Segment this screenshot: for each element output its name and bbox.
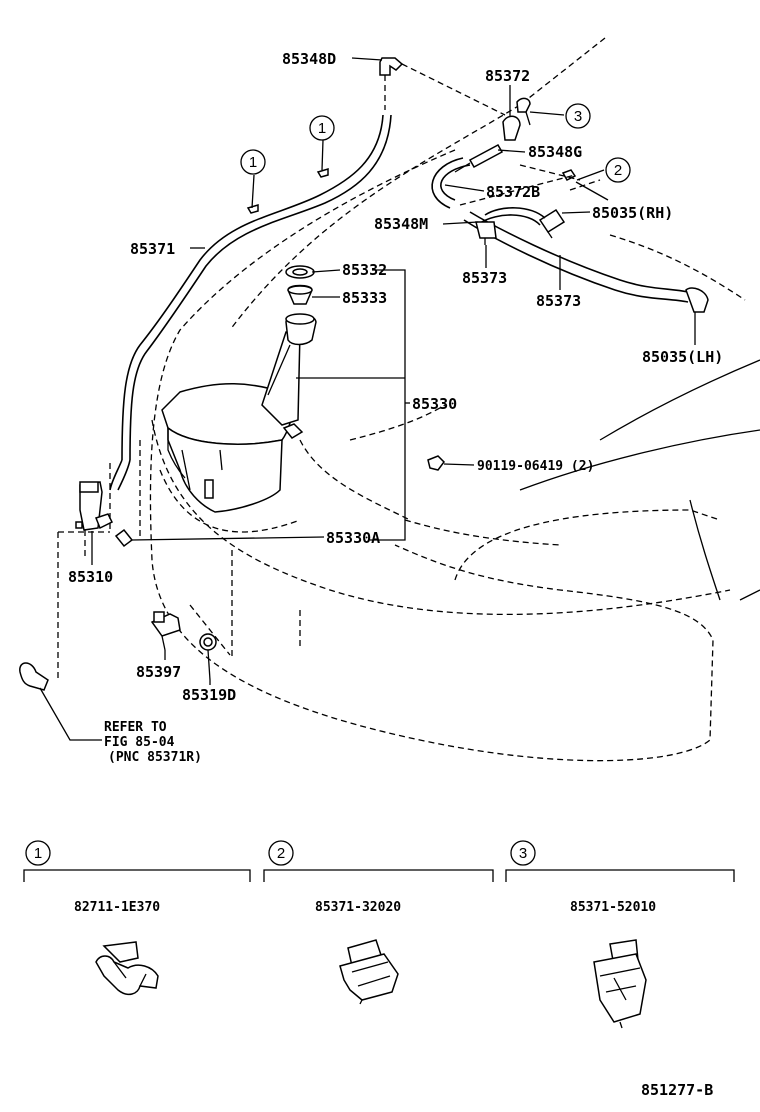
svg-text:REFER TO: REFER TO [104, 720, 167, 735]
svg-text:(PNC 85371R): (PNC 85371R) [108, 750, 202, 765]
elbow-hose-85371r [19, 662, 49, 691]
svg-text:1: 1 [318, 120, 326, 137]
hose-joint [459, 164, 581, 206]
svg-text:3: 3 [519, 845, 527, 862]
clip-3-part-number: 85371-52010 [570, 900, 656, 915]
callout-2: 2 [605, 157, 631, 183]
callout-3: 3 [565, 103, 591, 129]
refer-note: REFER TO FIG 85-04 (PNC 85371R) [104, 720, 202, 765]
clip-1-part-number: 82711-1E370 [74, 900, 160, 915]
seal-85332 [285, 265, 315, 279]
label-85330: 85330 [412, 395, 457, 413]
hose-85372 [502, 97, 531, 141]
body-panel-lines [519, 359, 760, 601]
washer-pump-85310 [75, 481, 114, 560]
hose-85372B [431, 157, 471, 209]
hose-clip [246, 167, 329, 214]
label-85348G: 85348G [528, 143, 582, 161]
pump-hose-link [57, 463, 111, 682]
clip-2-part-number: 85371-32020 [315, 900, 401, 915]
label-85371: 85371 [130, 240, 175, 258]
joint-85348M [475, 221, 497, 245]
bolt-90119 [427, 455, 445, 471]
label-85330A: 85330A [326, 529, 380, 547]
grommet-85330A [114, 528, 325, 548]
clip-detail-2: 2 85371-32020 [263, 840, 494, 1005]
nozzle-85035-lh [685, 287, 709, 330]
label-85035-rh: 85035(RH) [592, 204, 673, 222]
label-85373-b: 85373 [536, 292, 581, 310]
clip-detail-3: 3 85371-52010 [505, 840, 735, 1029]
clip-2-icon [339, 939, 399, 1005]
level-sensor-85397 [150, 611, 181, 651]
clip-detail-1: 1 82711-1E370 [23, 840, 251, 996]
grommet-85319D [199, 633, 217, 681]
callout-1-upper: 1 [309, 115, 335, 141]
label-85319D: 85319D [182, 686, 236, 704]
label-85333: 85333 [342, 289, 387, 307]
label-85372B: 85372B [486, 183, 540, 201]
elbow-connector-85348D [379, 57, 506, 116]
label-85310: 85310 [68, 568, 113, 586]
clip-3-icon [593, 939, 647, 1029]
cap-85333 [287, 284, 313, 305]
svg-text:2: 2 [614, 162, 622, 179]
label-85372: 85372 [485, 67, 530, 85]
clip-1-icon [95, 941, 159, 996]
figure-id: 851277-B [641, 1081, 713, 1099]
hose-85348G [454, 143, 504, 173]
leader-lines [39, 57, 696, 741]
washer-tank-85330 [161, 313, 317, 513]
vehicle-body-outline [139, 37, 746, 762]
nozzle-85035-rh [538, 208, 566, 239]
label-90119-06419: 90119-06419 (2) [477, 459, 594, 474]
callout-1-lower: 1 [240, 149, 266, 175]
svg-text:1: 1 [34, 845, 42, 862]
label-85348D: 85348D [282, 50, 336, 68]
svg-text:3: 3 [574, 108, 582, 125]
svg-text:2: 2 [277, 845, 285, 862]
label-85397: 85397 [136, 663, 181, 681]
svg-text:FIG 85-04: FIG 85-04 [104, 735, 175, 750]
label-85348M: 85348M [374, 215, 428, 233]
label-85373-a: 85373 [462, 269, 507, 287]
label-85332: 85332 [342, 261, 387, 279]
svg-text:1: 1 [249, 154, 257, 171]
label-85035-lh: 85035(LH) [642, 348, 723, 366]
